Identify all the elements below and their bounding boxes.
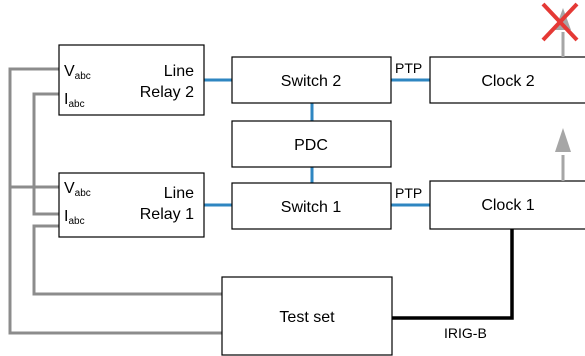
svg-text:Iabc: Iabc <box>64 91 85 110</box>
irig-b-cable <box>392 229 514 320</box>
relay1-v-label: V <box>64 180 75 197</box>
current-wire-testset <box>32 224 222 296</box>
failed-antenna-icon <box>541 2 579 57</box>
relay2-name-line2: Relay 2 <box>140 84 194 101</box>
svg-text:Vabc: Vabc <box>64 63 91 82</box>
ptp-label-bottom: PTP <box>395 185 422 201</box>
svg-text:Vabc: Vabc <box>64 180 91 199</box>
test-set-label: Test set <box>279 309 335 326</box>
analog-wiring <box>8 67 222 335</box>
relay1-i-label: I <box>64 208 68 225</box>
relay2-i-label: I <box>64 91 68 108</box>
relay1-v-sub: abc <box>75 188 91 199</box>
failure-cross-stroke-2 <box>541 2 579 42</box>
relay2-name-line1: Line <box>164 63 194 80</box>
clock2-label: Clock 2 <box>481 73 534 90</box>
ethernet-links <box>204 78 430 207</box>
relay2-v-label: V <box>64 63 75 80</box>
antenna-icon <box>555 128 571 181</box>
clock-2[interactable]: Clock 2 <box>429 56 585 104</box>
voltage-wire-outer <box>8 67 222 335</box>
switch1-label: Switch 1 <box>281 199 342 216</box>
line-relay-2[interactable]: Vabc Iabc Line Relay 2 <box>58 44 205 116</box>
ptp-label-top: PTP <box>395 60 422 76</box>
line-relay-1[interactable]: Vabc Iabc Line Relay 1 <box>58 172 205 238</box>
clock1-label: Clock 1 <box>481 197 534 214</box>
pdc-label: PDC <box>294 137 328 154</box>
relay1-i-sub: abc <box>68 216 84 227</box>
test-set[interactable]: Test set <box>221 276 393 356</box>
current-wire-relay <box>32 92 59 216</box>
irig-b-label: IRIG-B <box>444 325 487 341</box>
switch-1[interactable]: Switch 1 <box>231 182 392 230</box>
relay2-v-sub: abc <box>75 71 91 82</box>
svg-text:Iabc: Iabc <box>64 208 85 227</box>
relay1-name-line2: Relay 1 <box>140 206 194 223</box>
switch2-label: Switch 2 <box>281 73 342 90</box>
relay1-name-line1: Line <box>164 185 194 202</box>
pdc[interactable]: PDC <box>231 120 392 168</box>
relay2-i-sub: abc <box>68 99 84 110</box>
switch-2[interactable]: Switch 2 <box>231 56 392 104</box>
clock-1[interactable]: Clock 1 <box>429 180 585 230</box>
